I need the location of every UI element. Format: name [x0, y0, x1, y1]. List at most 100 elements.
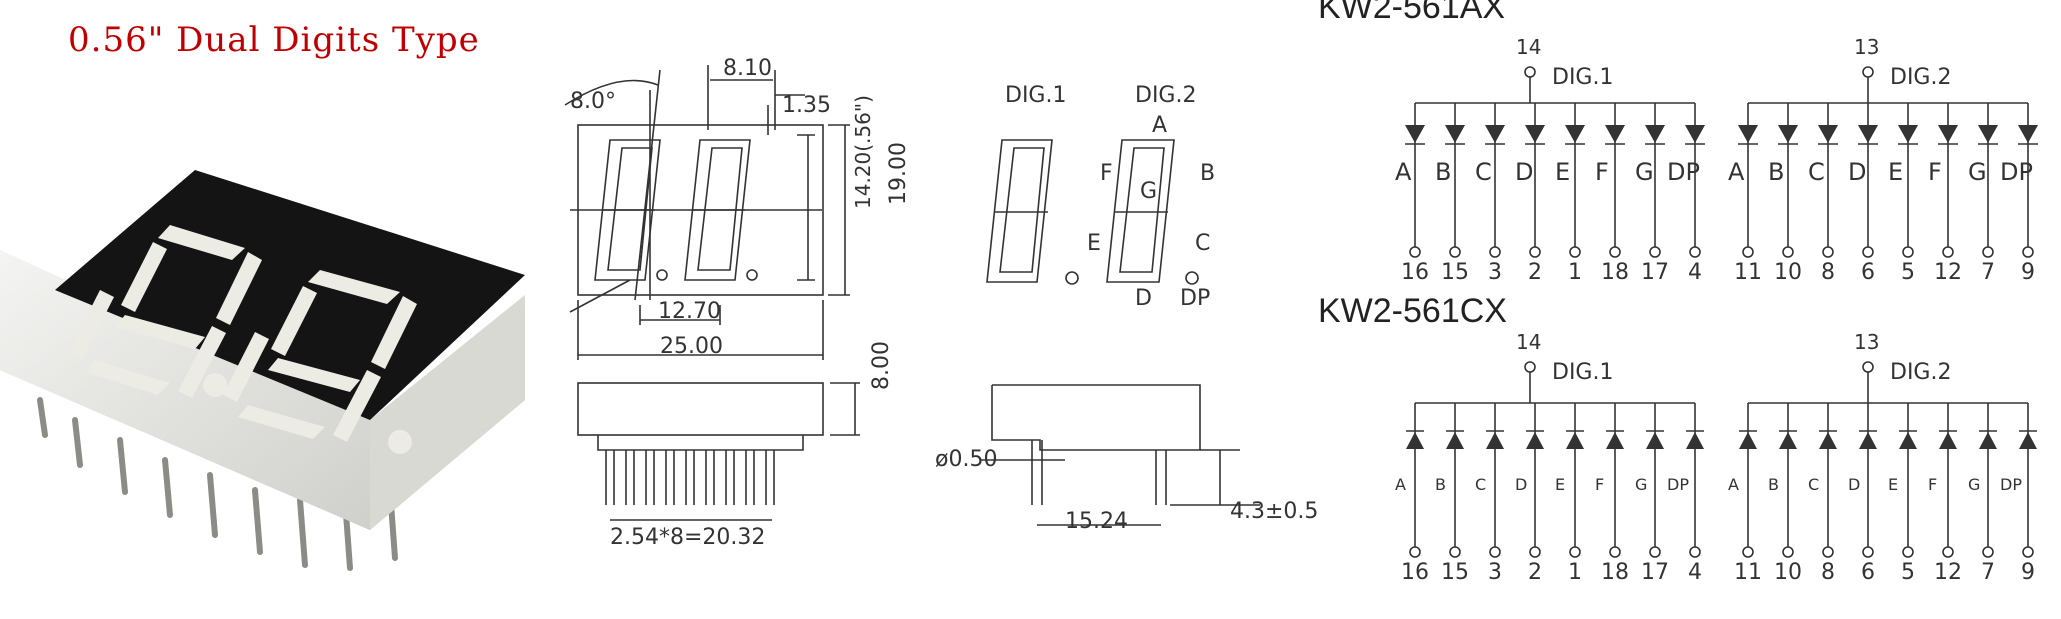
- diode-c: [1819, 432, 1837, 449]
- segment-label-dp: DP: [1667, 475, 1689, 494]
- pin-terminal: [1489, 246, 1501, 258]
- dim-depth: 8.00: [869, 341, 894, 390]
- segment-label-dp: DP: [2000, 158, 2033, 186]
- pin-4: 4: [1688, 260, 1702, 285]
- pin-terminal: [2022, 246, 2034, 258]
- seg-dig2-label: DIG.2: [1135, 83, 1196, 108]
- segment-label-g: G: [1635, 475, 1647, 494]
- pin-16: 16: [1401, 560, 1429, 585]
- pin-17: 17: [1641, 260, 1669, 285]
- pin-18: 18: [1601, 560, 1629, 585]
- diode-c: [1486, 432, 1504, 449]
- page-title: 0.56" Dual Digits Type: [68, 20, 480, 60]
- seg-d-label: D: [1135, 286, 1152, 311]
- side-view-outline: [577, 382, 824, 436]
- segment-label-c: C: [1475, 475, 1486, 494]
- pin-terminal: [1609, 246, 1621, 258]
- pin-8: 8: [1821, 560, 1835, 585]
- pin-9: 9: [2021, 560, 2035, 585]
- pin-18: 18: [1601, 260, 1629, 285]
- seg-f-label: F: [1100, 161, 1113, 186]
- segment-label-e: E: [1888, 475, 1898, 494]
- pin-7: 7: [1981, 260, 1995, 285]
- pin-2: 2: [1528, 260, 1542, 285]
- pin-6: 6: [1861, 260, 1875, 285]
- pin-4: 4: [1688, 560, 1702, 585]
- pin-10: 10: [1774, 560, 1802, 585]
- pin-terminal: [1982, 546, 1994, 558]
- diode-f: [1605, 125, 1625, 143]
- segment-label-d: D: [1515, 158, 1533, 186]
- diode-g: [1646, 432, 1664, 449]
- segment-label-a: A: [1728, 158, 1745, 186]
- diode-c: [1485, 125, 1505, 143]
- segment-label-a: A: [1395, 475, 1406, 494]
- digit-1-segments: [68, 225, 262, 398]
- diode-g: [1645, 125, 1665, 143]
- dim-pin-length: 4.3±0.5: [1230, 499, 1318, 524]
- pin-terminal: [1449, 246, 1461, 258]
- common-pin-14: 14: [1516, 330, 1541, 354]
- pin-terminal: [1982, 246, 1994, 258]
- pin-terminal: [1782, 546, 1794, 558]
- diode-dp: [1685, 125, 1705, 143]
- segment-label-d: D: [1515, 475, 1527, 494]
- dimension-drawings: 8.0° 8.10 1.35 12.70 25.00 2.54*8=20.32 …: [564, 56, 1318, 550]
- pin-11: 11: [1734, 260, 1762, 285]
- pin-15: 15: [1441, 560, 1469, 585]
- model-ax-label: KW2-561AX: [1318, 0, 1506, 26]
- pin-terminal: [1409, 246, 1421, 258]
- seg-dig1-label: DIG.1: [1005, 83, 1066, 108]
- common-pin-13: 13: [1854, 35, 1879, 59]
- pin-5: 5: [1901, 260, 1915, 285]
- model-cx-label: KW2-561CX: [1318, 292, 1507, 330]
- segment-label-e: E: [1555, 158, 1570, 186]
- segment-digit-2: [1106, 139, 1199, 285]
- dim-angle: 8.0°: [570, 89, 616, 114]
- pin-11: 11: [1734, 560, 1762, 585]
- diode-b: [1779, 432, 1797, 449]
- pin-3: 3: [1488, 260, 1502, 285]
- dim-pin-dia: ø0.50: [935, 447, 997, 472]
- common-pin-13: 13: [1854, 330, 1879, 354]
- pin-terminal: [1649, 546, 1661, 558]
- end-view-outline: [991, 384, 1201, 451]
- diode-d: [1526, 432, 1544, 449]
- dim-pin-row: 12.70: [658, 299, 721, 324]
- side-view-pins: [605, 450, 775, 505]
- diode-b: [1445, 125, 1465, 143]
- diode-e: [1899, 432, 1917, 449]
- segment-label-c: C: [1475, 158, 1492, 186]
- segment-label-e: E: [1888, 158, 1903, 186]
- pin-terminal: [1529, 546, 1541, 558]
- pin-terminal: [1862, 246, 1874, 258]
- diode-d: [1525, 125, 1545, 143]
- pin-12: 12: [1934, 560, 1962, 585]
- digit-label-1: DIG.1: [1552, 65, 1613, 90]
- segment-label-a: A: [1395, 158, 1412, 186]
- pin-terminal: [1569, 546, 1581, 558]
- digit-label-2: DIG.2: [1890, 65, 1951, 90]
- pin-5: 5: [1901, 560, 1915, 585]
- diode-d: [1859, 432, 1877, 449]
- diode-b: [1446, 432, 1464, 449]
- pin-terminal: [1689, 246, 1701, 258]
- pin-terminal: [1449, 546, 1461, 558]
- pin-16: 16: [1401, 260, 1429, 285]
- diode-f: [1606, 432, 1624, 449]
- digit-2-segments: [223, 270, 417, 454]
- pin-terminal: [1862, 546, 1874, 558]
- segment-label-dp: DP: [1667, 158, 1700, 186]
- pin-terminal: [1822, 546, 1834, 558]
- segment-label-f: F: [1595, 158, 1609, 186]
- pin-3: 3: [1488, 560, 1502, 585]
- dim-height: 19.00: [886, 142, 911, 205]
- segment-label-g: G: [1968, 475, 1980, 494]
- pin-terminal: [1649, 246, 1661, 258]
- segment-label-b: B: [1435, 475, 1446, 494]
- digit-label-2: DIG.2: [1890, 360, 1951, 385]
- diode-c: [1818, 125, 1838, 143]
- dim-pin-pitch: 2.54*8=20.32: [610, 525, 765, 550]
- common-pin-terminal: [1862, 361, 1874, 373]
- diode-e: [1566, 432, 1584, 449]
